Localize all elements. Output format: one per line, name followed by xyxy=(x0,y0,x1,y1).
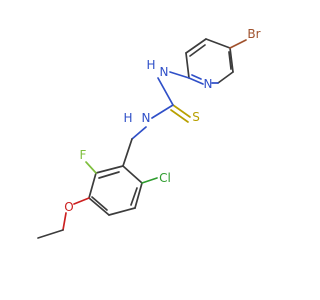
benzene-ring xyxy=(88,165,143,216)
o-ch2-bond xyxy=(62,212,67,231)
pyridine-n-label: N xyxy=(204,77,213,91)
c-f-bond xyxy=(85,161,97,174)
oxygen-label: O xyxy=(64,200,73,214)
bromine-label: Br xyxy=(247,27,260,41)
nh-thiourea-bond xyxy=(157,77,174,106)
nh-mid-n-label: N xyxy=(142,111,151,125)
c-cl-bond xyxy=(141,177,158,184)
nh-top-h-label: H xyxy=(146,58,155,72)
thiourea-nh-bond xyxy=(151,104,174,119)
ethyl-bond xyxy=(122,138,133,167)
pyridine-ring xyxy=(185,38,234,85)
nh-mid-h-label: H xyxy=(123,111,132,125)
ethoxy-bond xyxy=(37,229,64,239)
chlorine-label: Cl xyxy=(159,171,171,185)
fluorine-label: F xyxy=(80,148,87,162)
nh-ch2-bond xyxy=(131,126,147,140)
c-br-bond xyxy=(229,39,247,49)
nh-top-n-label: N xyxy=(160,65,169,79)
pyridine-nh-bond xyxy=(169,71,190,79)
sulfur-label: S xyxy=(192,110,200,124)
c-s-bond xyxy=(172,104,191,118)
c-o-bond xyxy=(73,197,90,205)
molecule-structure: Br H N N S H N Cl F O xyxy=(37,27,261,239)
